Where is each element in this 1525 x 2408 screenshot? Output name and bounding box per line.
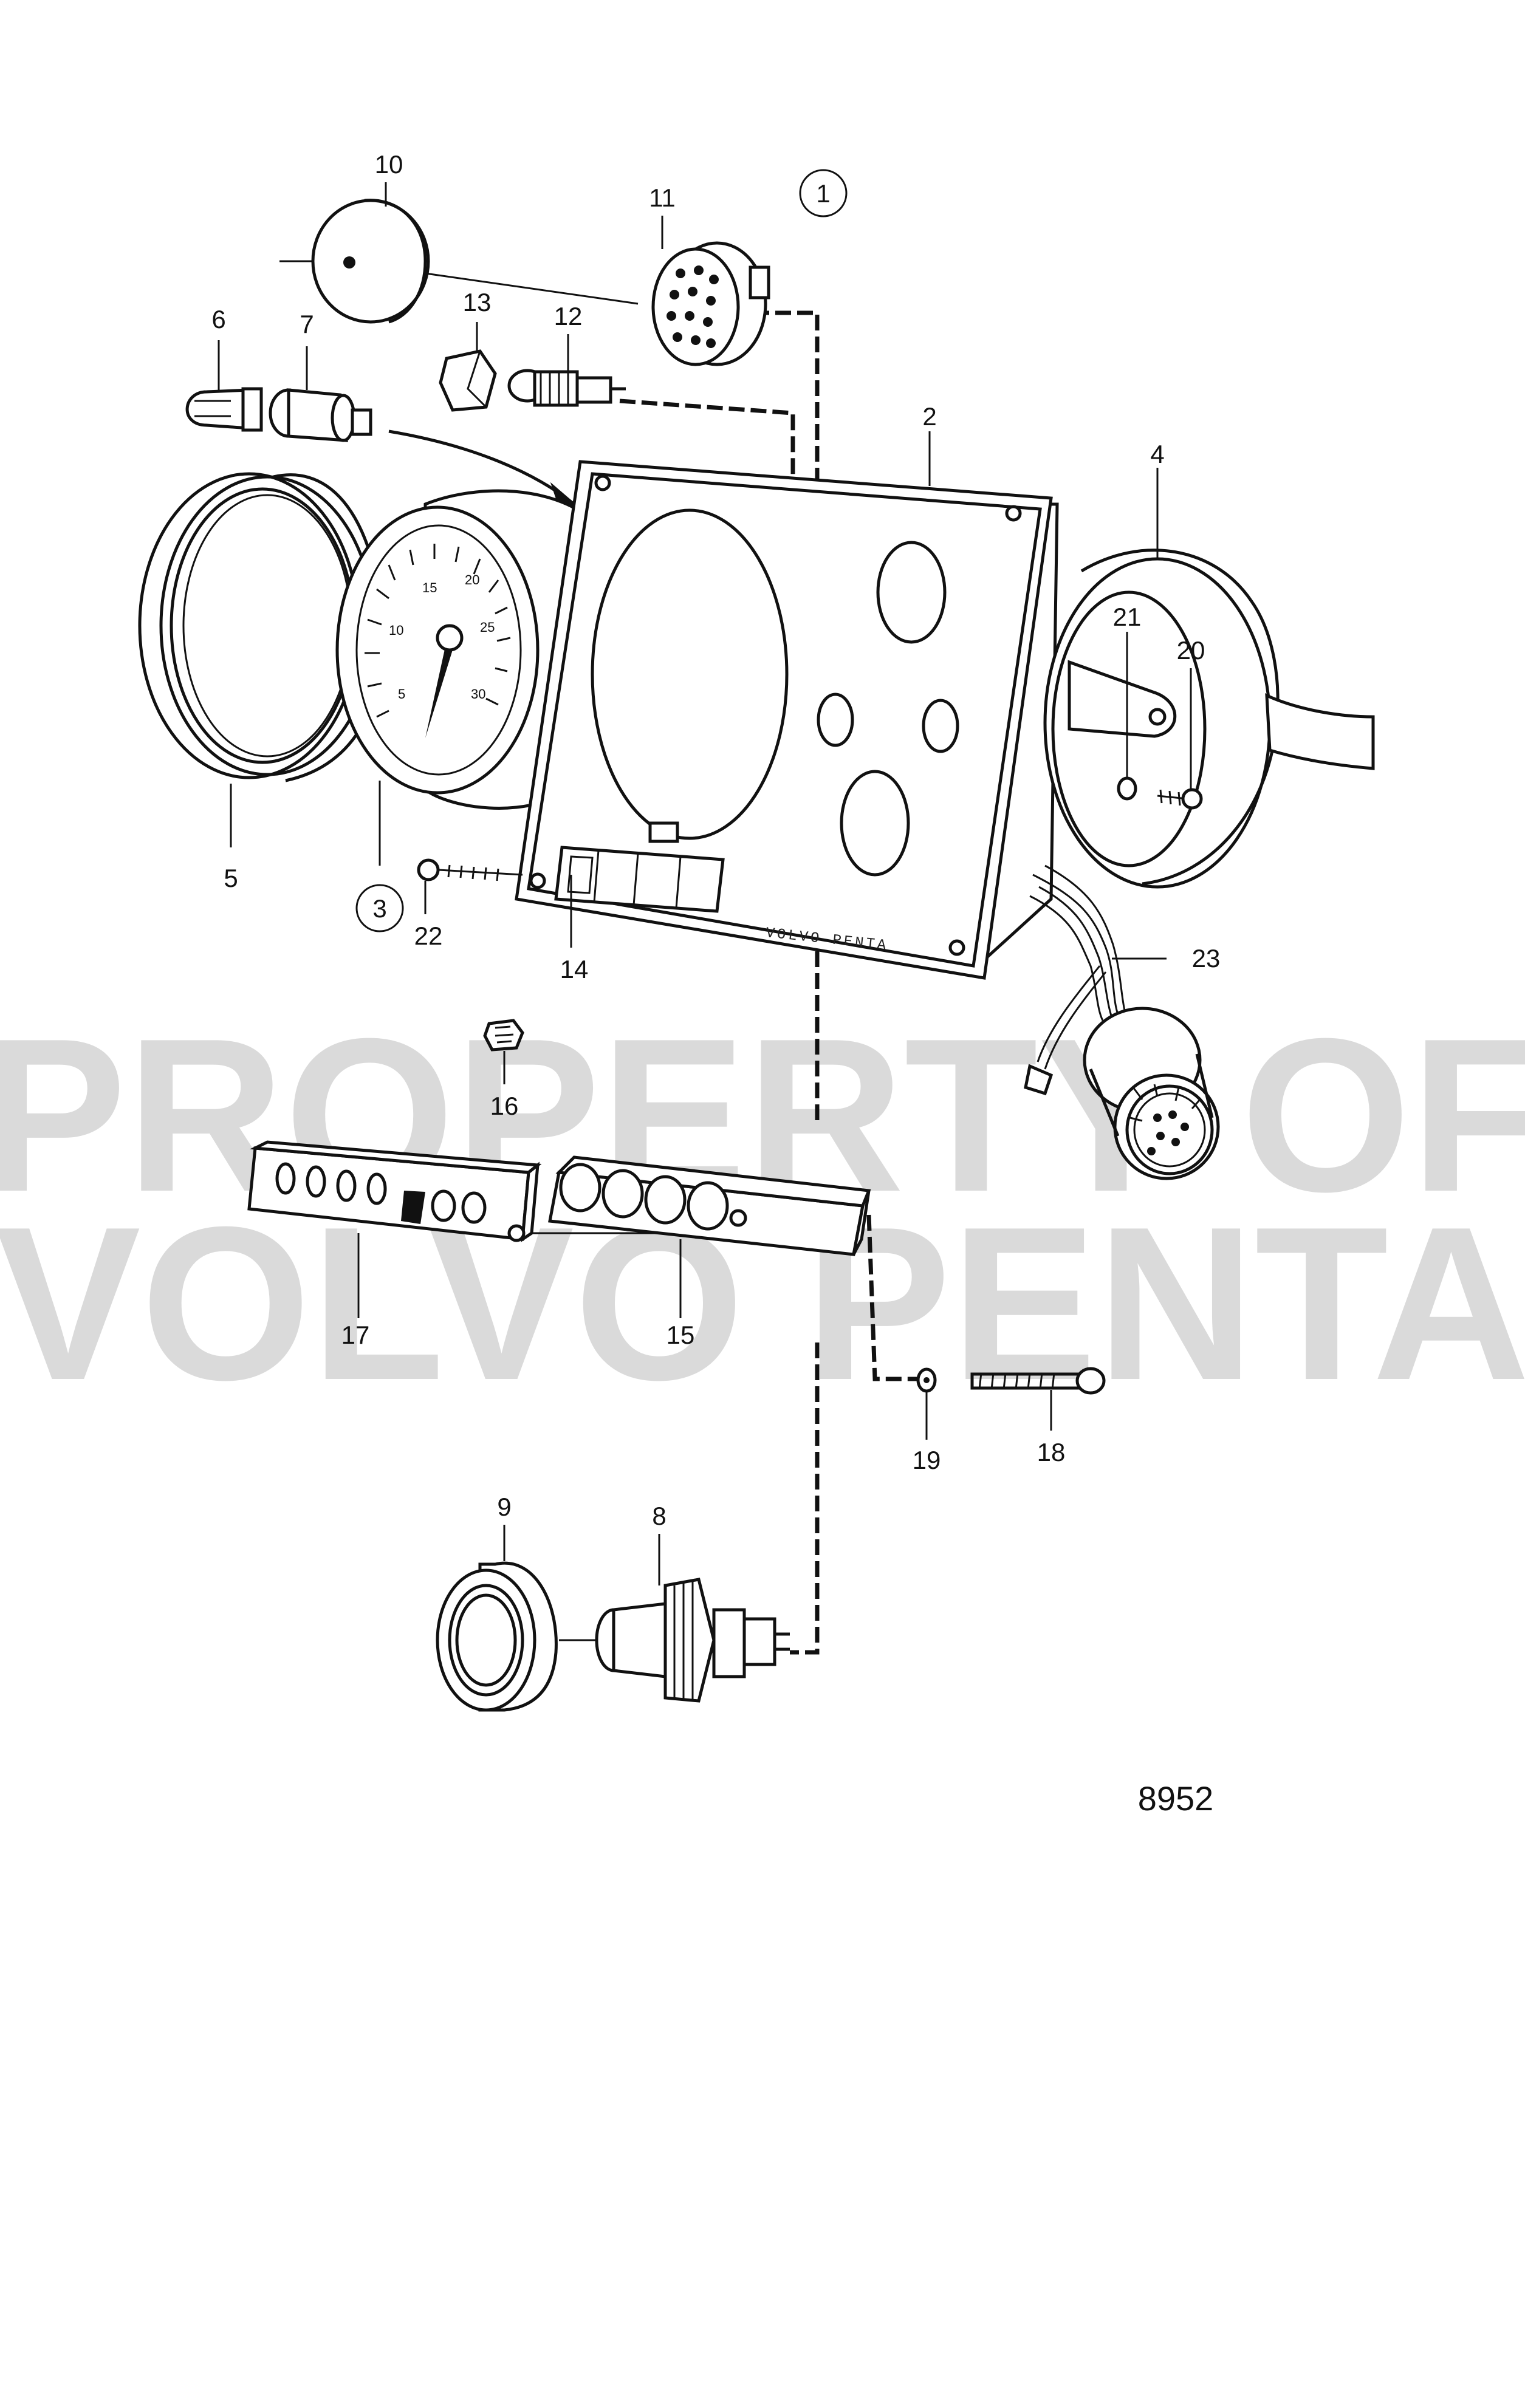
gauge-scale-numbers: 5 10 15 20 25 30 (389, 572, 495, 702)
part-label-23: 23 (1192, 944, 1221, 973)
part-20-screw (1157, 788, 1203, 810)
part-label-14: 14 (560, 955, 589, 983)
part-label-12: 12 (554, 302, 583, 330)
part-18-screw (970, 1367, 1106, 1395)
part-9-knob (436, 1561, 558, 1712)
part-label-21: 21 (1113, 603, 1142, 631)
part-7-bulb-holder (269, 388, 372, 442)
part-label-7: 7 (300, 310, 314, 338)
gauge-number-20: 20 (465, 572, 479, 587)
part-10-cover-cap (311, 199, 430, 324)
part-11-connector-socket (651, 241, 770, 366)
part-labels: 1 2 3 4 5 6 7 8 9 10 11 12 13 14 15 16 1… (211, 150, 1220, 1530)
part-label-13: 13 (463, 288, 492, 316)
part-label-1: 1 (799, 169, 848, 217)
gauge-number-30: 30 (471, 686, 485, 702)
part-label-8: 8 (652, 1502, 666, 1530)
part-label-16: 16 (490, 1092, 519, 1120)
wire-panel-down-lower (790, 1343, 820, 1655)
part-label-22: 22 (414, 922, 443, 950)
part-21-washer (1117, 776, 1137, 801)
part-12-sensor-switch (507, 369, 626, 407)
svg-text:1: 1 (816, 179, 830, 208)
axis-line-10-to-11 (425, 272, 639, 305)
gauge-number-10: 10 (389, 623, 403, 638)
part-label-6: 6 (211, 305, 225, 333)
panel-indicator-windows (554, 846, 725, 913)
part-2-instrument-panel: VOLVO PENTA (515, 460, 1059, 980)
part-label-17: 17 (341, 1321, 370, 1349)
part-22-screw (417, 858, 523, 881)
wire-15-to-19 (866, 1214, 927, 1381)
part-15-lamp-holder (548, 1155, 871, 1256)
part-23-wiring-harness (1024, 864, 1220, 1180)
part-13-cap (439, 349, 497, 412)
part-label-4: 4 (1150, 440, 1164, 468)
part-17-front-strip (247, 1140, 542, 1242)
part-label-2: 2 (922, 402, 936, 431)
label-leader-lines (218, 182, 1192, 1585)
drawing-number: 8952 (1138, 1779, 1214, 1818)
part-label-20: 20 (1177, 636, 1205, 665)
svg-text:3: 3 (372, 894, 386, 923)
part-8-switch (595, 1578, 790, 1703)
part-4-rear-cover (1043, 549, 1375, 889)
gauge-number-5: 5 (398, 686, 405, 702)
part-label-19: 19 (913, 1446, 941, 1474)
part-label-11: 11 (649, 183, 676, 212)
part-label-18: 18 (1037, 1438, 1066, 1466)
gauge-number-15: 15 (422, 580, 437, 595)
part-label-9: 9 (497, 1493, 511, 1521)
part-label-3: 3 (355, 884, 404, 932)
part-19-washer (916, 1367, 937, 1393)
gauge-number-25: 25 (480, 620, 495, 635)
part-label-5: 5 (224, 864, 238, 892)
part-label-15: 15 (667, 1321, 695, 1349)
part-6-bulb (185, 387, 263, 432)
part-label-10: 10 (375, 150, 403, 179)
part-16-bulb-socket (483, 1019, 524, 1052)
